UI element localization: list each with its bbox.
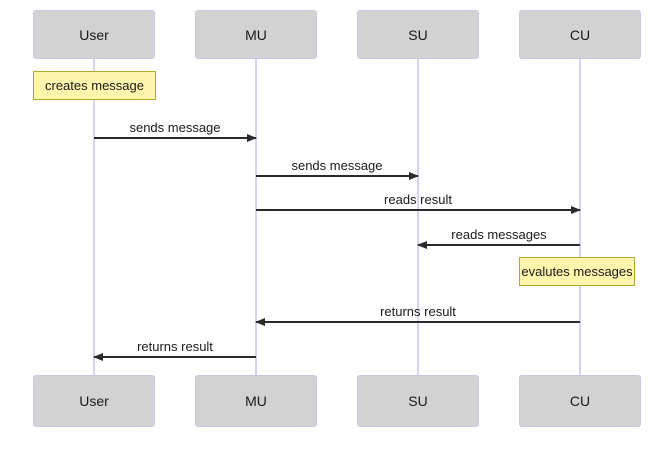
message-label: sends message [291,157,383,173]
actor-label-mu: MU [245,393,267,409]
arrowhead-left-icon [255,317,265,326]
message-label: reads messages [451,226,547,242]
actor-label-mu: MU [245,26,267,43]
actor-box-cu-bottom: CU [519,375,641,427]
message-label: returns result [380,303,456,319]
actor-label-su: SU [408,393,428,409]
note-label: creates message [45,78,144,93]
actor-label-user: User [79,393,109,409]
message-cu-to-mu: returns result [255,304,580,326]
actor-box-su-bottom: SU [357,375,479,427]
arrowhead-left-icon [93,352,103,361]
arrowhead-right-icon [409,171,419,180]
actor-box-cu-top: CU [519,10,641,59]
message-label: reads result [384,191,452,207]
message-user-to-mu: sends message [94,120,257,142]
actor-box-user-top: User [33,10,155,59]
lifeline-su [417,59,419,376]
actor-box-su-top: SU [357,10,479,59]
note-evalutes-messages: evalutes messages [519,257,635,286]
note-creates-message: creates message [33,71,156,100]
actor-box-mu-bottom: MU [195,375,317,427]
actor-label-su: SU [408,26,428,43]
arrowhead-right-icon [247,133,257,142]
message-label: returns result [137,338,213,354]
lifeline-mu [255,59,257,376]
message-cu-to-su: reads messages [417,227,580,249]
note-label: evalutes messages [521,264,633,279]
arrowhead-right-icon [571,205,581,214]
message-mu-to-user: returns result [93,339,256,361]
message-label: sends message [129,119,221,135]
lifeline-user [93,59,95,376]
actor-box-mu-top: MU [195,10,317,59]
actor-label-cu: CU [569,26,591,43]
actor-label-user: User [79,26,109,43]
arrowhead-left-icon [417,240,427,249]
actor-label-cu: CU [569,393,591,409]
actor-box-user-bottom: User [33,375,155,427]
message-mu-to-su: sends message [256,158,419,180]
lifeline-cu [579,59,581,376]
message-mu-to-cu: reads result [256,192,581,214]
